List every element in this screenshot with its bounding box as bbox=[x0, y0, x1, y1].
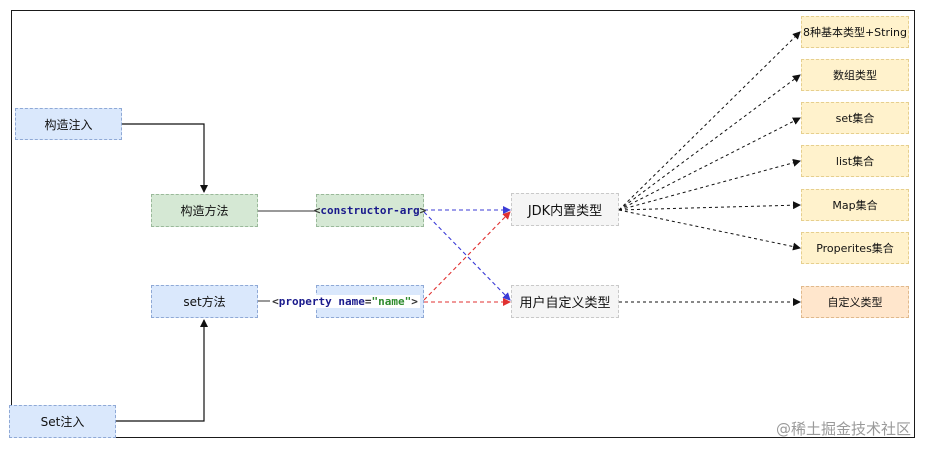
jdk-builtin-type-node: JDK内置类型 bbox=[511, 193, 619, 226]
tag-value: "name" bbox=[371, 295, 412, 308]
jdk-type-basic: 8种基本类型+String bbox=[801, 16, 909, 48]
tag-name: property bbox=[278, 295, 332, 308]
tag-open: < bbox=[313, 204, 321, 217]
constructor-arg-tag: <constructor-arg> bbox=[313, 194, 427, 227]
set-injection-node: Set注入 bbox=[9, 405, 116, 438]
user-defined-type-node: 用户自定义类型 bbox=[511, 285, 619, 318]
jdk-type-list: list集合 bbox=[801, 145, 909, 177]
property-tag: <property name="name"> bbox=[270, 285, 424, 318]
constructor-injection-node: 构造注入 bbox=[15, 108, 122, 140]
jdk-type-properties: Properites集合 bbox=[801, 232, 909, 264]
arrow-constructor-arg-user bbox=[423, 211, 511, 301]
tag-close: > bbox=[419, 204, 427, 217]
tag-attr: name bbox=[338, 295, 365, 308]
tag-eq: = bbox=[364, 295, 372, 308]
arrow-set-injection bbox=[116, 319, 208, 422]
watermark: @稀土掘金技术社区 bbox=[775, 420, 911, 438]
set-method-node: set方法 bbox=[151, 285, 258, 318]
jdk-fanout-arrows bbox=[618, 31, 801, 251]
custom-type-node: 自定义类型 bbox=[801, 286, 909, 318]
arrow-property-jdk bbox=[423, 211, 511, 301]
tag-name: constructor-arg bbox=[320, 204, 420, 217]
jdk-type-array: 数组类型 bbox=[801, 59, 909, 91]
arrow-constructor-injection bbox=[122, 123, 208, 193]
jdk-type-set: set集合 bbox=[801, 102, 909, 134]
tag-open: < bbox=[272, 295, 279, 308]
jdk-type-map: Map集合 bbox=[801, 189, 909, 221]
constructor-method-node: 构造方法 bbox=[151, 194, 258, 227]
tag-close: > bbox=[411, 295, 418, 308]
